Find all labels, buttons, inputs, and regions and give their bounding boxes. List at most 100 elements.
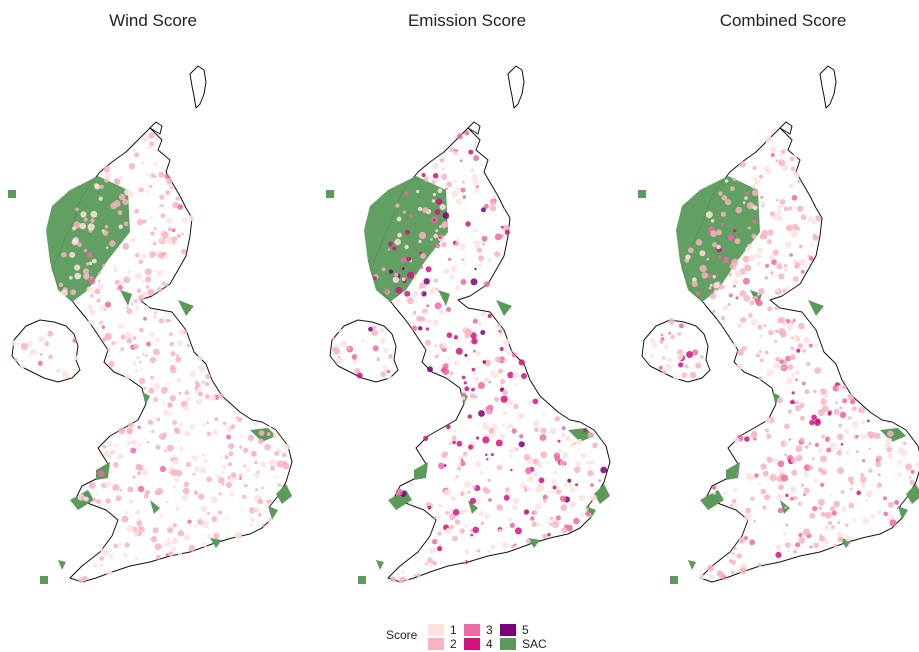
score-patch <box>158 171 165 178</box>
score-patch <box>413 574 417 577</box>
score-patch <box>731 552 735 556</box>
score-patch <box>842 385 847 390</box>
panel-title-emission: Emission Score <box>408 11 526 30</box>
score-patch <box>453 360 459 366</box>
score-patch <box>450 265 457 273</box>
score-patch <box>452 440 456 445</box>
score-layer-combined <box>649 135 919 581</box>
score-patch <box>123 552 128 557</box>
score-patch <box>166 444 174 452</box>
score-patch <box>142 279 146 284</box>
score-patch <box>778 159 786 167</box>
score-patch <box>487 549 491 553</box>
score-patch <box>795 378 798 382</box>
score-patch <box>526 486 531 491</box>
score-patch <box>852 406 857 411</box>
score-patch <box>449 513 456 521</box>
score-patch <box>124 332 132 339</box>
score-patch <box>778 153 782 157</box>
score-patch <box>381 267 386 272</box>
score-patch <box>240 434 244 438</box>
score-patch <box>79 222 87 230</box>
score-patch <box>784 241 792 248</box>
score-patch <box>739 161 746 168</box>
score-patch <box>506 399 514 407</box>
score-patch <box>242 494 247 499</box>
score-patch <box>813 478 818 483</box>
score-patch <box>785 377 793 385</box>
score-patch <box>845 523 849 527</box>
score-patch <box>501 208 505 212</box>
score-patch <box>86 286 94 294</box>
score-patch <box>384 289 389 294</box>
score-patch <box>712 491 716 495</box>
score-patch <box>90 210 98 218</box>
score-patch <box>168 525 172 529</box>
score-patch <box>807 254 810 258</box>
score-patch <box>418 231 427 240</box>
score-patch <box>685 254 691 260</box>
score-patch <box>104 301 112 308</box>
score-patch <box>266 516 273 523</box>
score-patch <box>447 490 452 495</box>
score-patch <box>831 525 835 530</box>
score-patch <box>253 472 260 478</box>
score-patch <box>660 333 664 337</box>
score-patch <box>145 173 149 176</box>
score-patch <box>812 233 817 238</box>
score-patch <box>225 516 229 520</box>
score-patch <box>585 511 590 516</box>
score-patch <box>181 249 187 255</box>
score-patch <box>167 526 174 534</box>
score-patch <box>535 522 541 528</box>
score-patch <box>162 401 166 405</box>
score-patch <box>865 499 868 503</box>
score-patch <box>423 176 429 182</box>
score-patch <box>510 468 513 472</box>
score-patch <box>796 348 801 353</box>
score-patch <box>821 434 825 439</box>
legend-swatch-4 <box>464 638 480 650</box>
score-patch <box>109 240 116 247</box>
score-patch <box>183 534 190 541</box>
score-patch <box>261 523 265 527</box>
score-patch <box>48 354 53 360</box>
score-patch <box>510 545 515 549</box>
score-patch <box>137 464 144 472</box>
score-patch <box>432 192 437 197</box>
score-patch <box>847 393 854 400</box>
score-patch <box>149 216 153 220</box>
score-patch <box>238 474 243 478</box>
score-patch <box>460 187 466 193</box>
score-patch <box>437 188 443 194</box>
score-patch <box>779 329 785 336</box>
score-patch <box>509 449 514 454</box>
score-patch <box>553 470 558 475</box>
score-patch <box>884 442 890 449</box>
score-patch <box>14 358 18 362</box>
score-patch <box>689 371 697 379</box>
score-patch <box>473 349 476 353</box>
score-patch <box>416 573 421 578</box>
score-patch <box>686 351 694 358</box>
score-patch <box>710 230 717 238</box>
score-patch <box>138 377 146 385</box>
score-patch <box>507 371 514 379</box>
score-patch <box>105 246 109 249</box>
score-patch <box>401 267 405 271</box>
legend-title: Score <box>386 628 418 642</box>
score-patch <box>465 328 473 336</box>
score-patch <box>206 421 209 424</box>
score-patch <box>649 338 656 344</box>
score-patch <box>472 526 480 534</box>
score-patch <box>102 264 105 267</box>
score-patch <box>253 421 258 426</box>
score-patch <box>194 386 199 391</box>
score-patch <box>767 229 774 236</box>
score-patch <box>468 149 474 155</box>
score-patch <box>809 419 815 426</box>
score-patch <box>809 512 816 519</box>
score-patch <box>733 229 737 233</box>
score-patch <box>701 272 708 279</box>
score-patch <box>176 353 179 357</box>
